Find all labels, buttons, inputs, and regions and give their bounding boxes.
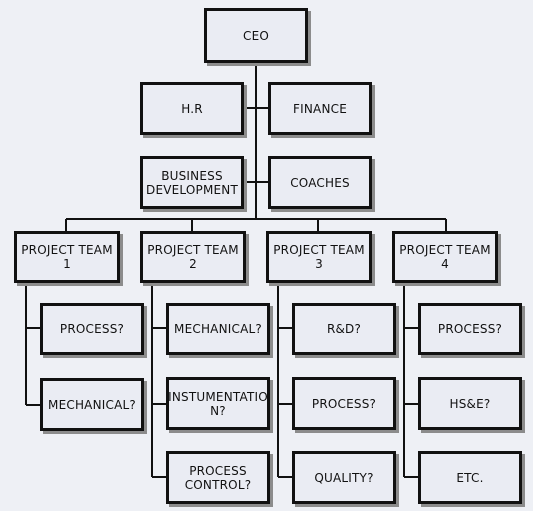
team4-process-node: PROCESS? [418,303,522,355]
project-team-1-label: PROJECT TEAM 1 [21,243,113,271]
team1-process-node: PROCESS? [40,303,144,355]
team2-process-control-label: PROCESS CONTROL? [184,463,252,492]
team2-instumentation-label: INSTUMENTATIO N? [168,389,268,418]
team3-rd-label: R&D? [326,322,362,336]
coaches-label: COACHES [290,175,350,190]
team2-process-control-node: PROCESS CONTROL? [166,451,270,504]
team4-etc-label: ETC. [456,470,484,485]
project-team-4-label: PROJECT TEAM 4 [399,243,491,271]
business-development-node: BUSINESS DEVELOPMENT [140,156,244,209]
team1-process-label: PROCESS? [59,322,125,336]
team3-quality-label: QUALITY? [314,470,374,485]
hr-node: H.R [140,82,244,135]
team3-process-label: PROCESS? [311,396,377,411]
team2-mechanical-label: MECHANICAL? [174,322,262,336]
business-development-label: BUSINESS DEVELOPMENT [146,168,238,197]
project-team-3-node: PROJECT TEAM 3 [266,231,372,283]
project-team-4-node: PROJECT TEAM 4 [392,231,498,283]
team1-mechanical-label: MECHANICAL? [48,397,136,412]
team2-mechanical-node: MECHANICAL? [166,303,270,355]
team4-hse-node: HS&E? [418,377,522,430]
project-team-1-node: PROJECT TEAM 1 [14,231,120,283]
project-team-3-label: PROJECT TEAM 3 [273,243,365,271]
team3-process-node: PROCESS? [292,377,396,430]
project-team-2-label: PROJECT TEAM 2 [147,243,239,271]
team1-mechanical-node: MECHANICAL? [40,378,144,431]
coaches-node: COACHES [268,156,372,209]
team4-hse-label: HS&E? [449,396,491,411]
team4-etc-node: ETC. [418,451,522,504]
finance-node: FINANCE [268,82,372,135]
hr-label: H.R [181,101,203,116]
team4-process-label: PROCESS? [437,322,503,336]
project-team-2-node: PROJECT TEAM 2 [140,231,246,283]
team3-quality-node: QUALITY? [292,451,396,504]
team3-rd-node: R&D? [292,303,396,355]
team2-instumentation-node: INSTUMENTATIO N? [166,377,270,430]
ceo-node: CEO [204,8,308,63]
ceo-label: CEO [242,28,269,43]
finance-label: FINANCE [293,101,347,116]
